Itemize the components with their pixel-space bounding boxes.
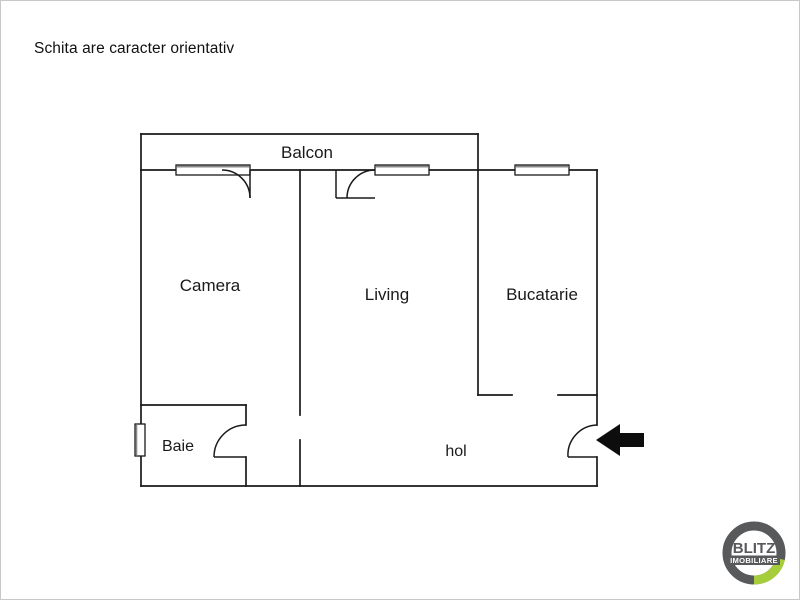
room-label-hol: hol [445,443,466,460]
baie-door [213,424,247,458]
living-door-arc [346,169,376,199]
room-label-bucatarie: Bucatarie [506,285,578,304]
camera-door-arc [221,169,251,199]
camera-door [221,169,251,199]
entrance-arrow [596,424,644,456]
room-label-baie: Baie [162,438,194,455]
room-label-balcon: Balcon [281,143,333,162]
doors [213,169,598,458]
room-labels: Balcon Camera Living Bucatarie Baie hol [162,143,578,460]
windows [134,164,570,457]
baie-door-arc [213,424,247,458]
walls [140,133,598,487]
room-label-living: Living [365,285,409,304]
baie-window [134,423,146,457]
bucatarie-window [514,164,570,176]
blitz-imobiliare-logo: BLITZ IMOBILIARE [718,521,790,587]
living-window [374,164,430,176]
logo-brand-text: BLITZ [733,540,776,557]
logo-subtitle-text: IMOBILIARE [730,556,778,565]
entrance-door [567,424,598,458]
logo-mark: BLITZ IMOBILIARE [722,521,786,585]
room-label-camera: Camera [180,276,241,295]
living-door [335,169,376,199]
camera-window [175,164,251,176]
disclaimer-text: Schita are caracter orientativ [34,40,235,57]
entrance-door-arc [567,424,598,458]
